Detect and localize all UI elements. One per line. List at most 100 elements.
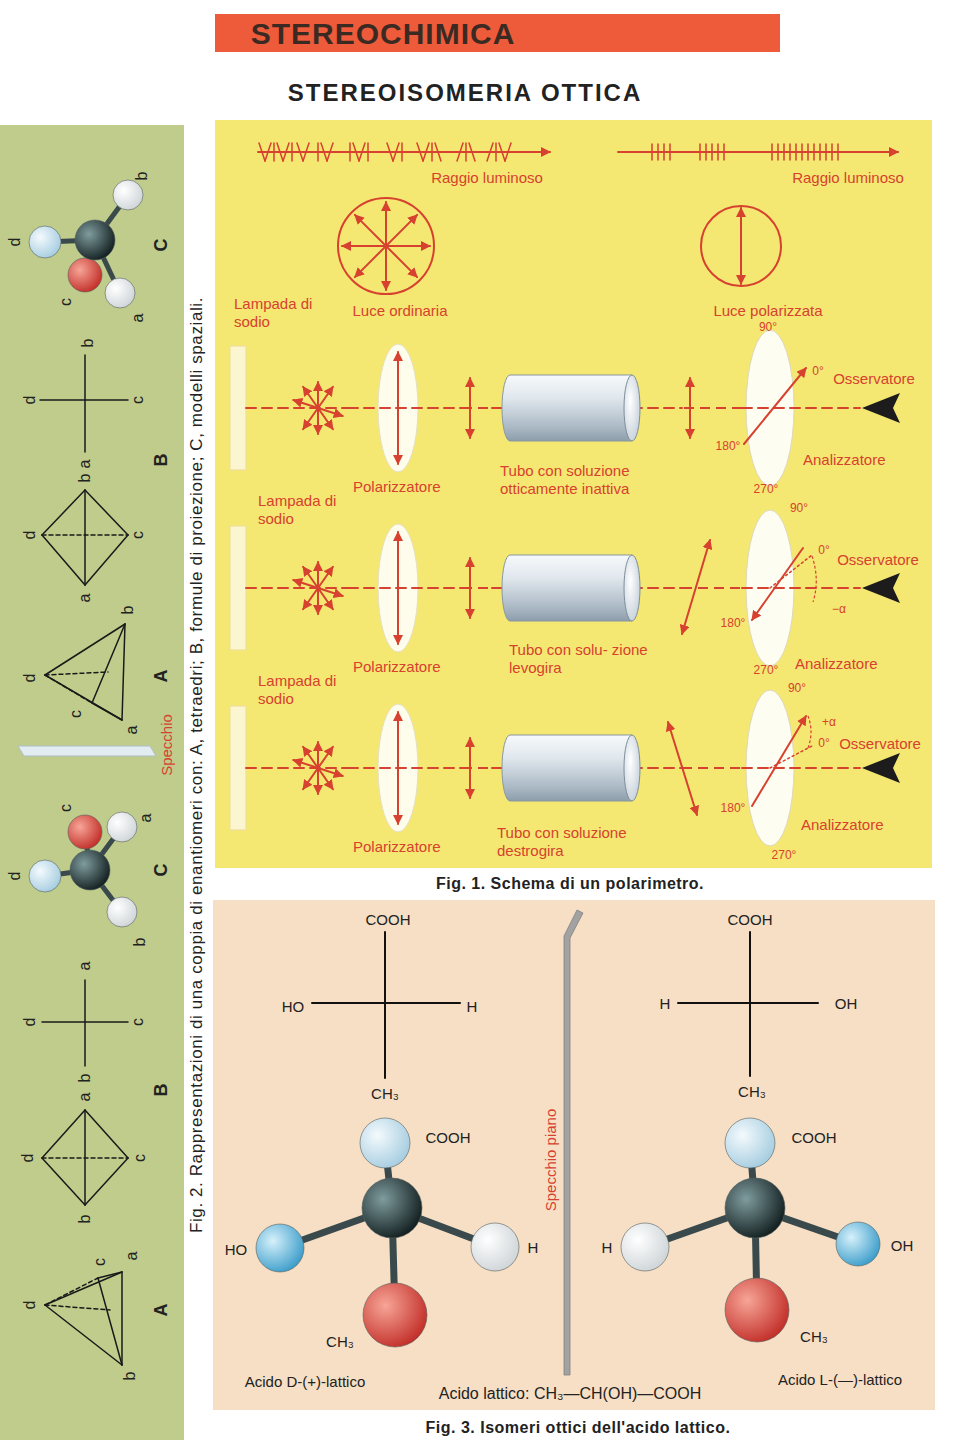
text-label: c — [130, 1154, 149, 1162]
text-label: a — [75, 962, 94, 971]
text-label-holder: STEREOISOMERIA OTTICA — [288, 79, 642, 108]
text-label: Acido L-(—)-lattico — [778, 1371, 902, 1389]
wave-tick — [423, 143, 429, 161]
figure-line — [45, 675, 122, 720]
wave-tick — [651, 144, 653, 160]
text-label: c — [128, 1018, 147, 1026]
text-label-holder: CH₃ — [800, 1328, 828, 1346]
text-label: 180° — [716, 439, 741, 453]
figure-line — [84, 980, 86, 1066]
wave-tick — [387, 143, 393, 161]
node-label: Analizzatore — [803, 451, 886, 469]
text-label-holder: Acido lattico: CH₃—CH(OH)—COOH — [439, 1384, 702, 1403]
text-label-holder: Osservatore — [833, 370, 915, 388]
wave-tick — [393, 143, 399, 161]
polarization-arrow — [740, 208, 742, 284]
light-beam — [246, 587, 348, 589]
text-label: Osservatore — [839, 735, 921, 753]
text-label-holder: −α — [832, 602, 846, 616]
figure-line — [40, 399, 128, 401]
text-label-holder: COOH — [426, 1129, 471, 1147]
text-label-holder: A — [151, 670, 173, 683]
text-label-holder: 270° — [754, 663, 779, 677]
sample-tube-box: Tubo con soluzione otticamente inattiva — [492, 372, 684, 502]
light-beam-connector — [462, 587, 492, 589]
wave-tick — [819, 144, 821, 160]
wave-tick — [831, 144, 833, 160]
text-label: c — [56, 804, 75, 812]
text-label: d — [20, 674, 39, 683]
light-beam-connector — [682, 587, 742, 589]
node-label: Tubo con soluzione otticamente inattiva — [500, 462, 680, 498]
text-label: 0° — [818, 736, 829, 750]
text-label-holder: c — [56, 298, 75, 306]
text-label: Fig. 2. Rappresentazioni di una coppia d… — [187, 297, 207, 1233]
figure-line — [45, 1272, 122, 1305]
wave-tick — [495, 143, 497, 161]
text-label-holder: 180° — [716, 439, 741, 453]
atom-ball — [725, 1278, 789, 1342]
mirror — [564, 910, 583, 1375]
text-label-holder: a — [128, 314, 147, 323]
text-label-holder: COOH — [728, 911, 773, 929]
figure-line — [45, 672, 108, 675]
polarizer: Polarizzatore — [348, 522, 462, 680]
wave-tick — [771, 144, 773, 160]
wave-tick — [801, 144, 803, 160]
text-label-holder: c — [90, 1258, 109, 1266]
wave-tick — [359, 143, 365, 161]
light-beam — [742, 767, 860, 769]
text-label-holder: Raggio luminoso — [431, 169, 543, 187]
analyzer-arrow — [752, 716, 806, 806]
node-label: Analizzatore — [801, 816, 884, 834]
text-label-holder: c — [128, 531, 147, 539]
light-beam — [246, 767, 348, 769]
text-label: Lampada di sodio — [258, 672, 338, 708]
text-label: CH₃ — [738, 1083, 766, 1101]
tube-end — [624, 555, 640, 621]
figure-line — [42, 490, 85, 535]
text-label: 270° — [772, 848, 797, 862]
observer-eye — [862, 573, 900, 603]
text-label: A — [151, 1304, 173, 1317]
tube-end — [624, 375, 640, 441]
text-label: 270° — [754, 482, 779, 496]
text-label-holder: H — [528, 1239, 539, 1257]
figure-line — [92, 624, 125, 703]
atom-ball — [256, 1224, 304, 1272]
figure-line — [121, 1272, 123, 1365]
text-label-holder: CH₃ — [738, 1083, 766, 1101]
sodium-lamp — [230, 706, 246, 830]
text-label-holder: b — [130, 938, 149, 947]
text-label: Specchio — [158, 714, 176, 776]
text-label: OH — [835, 995, 858, 1013]
text-label: 90° — [788, 681, 806, 695]
text-label: H — [660, 995, 671, 1013]
wave-tick — [349, 143, 351, 161]
text-label: c — [90, 1258, 109, 1266]
rotation-arc — [808, 716, 811, 748]
text-label: H — [467, 998, 478, 1016]
text-label: Raggio luminoso — [431, 169, 543, 187]
text-label: 0° — [818, 543, 829, 557]
text-label: d — [5, 872, 24, 881]
text-label: c — [128, 531, 147, 539]
text-label: d — [20, 1301, 39, 1310]
text-label-holder: Osservatore — [839, 735, 921, 753]
text-label: Luce polarizzata — [713, 302, 822, 320]
text-label-holder: A — [151, 1304, 173, 1317]
text-label: Lampada di sodio — [234, 295, 314, 331]
text-label: C — [151, 864, 173, 877]
figure-line — [45, 1305, 122, 1365]
wave-tick — [353, 143, 359, 161]
atom-ball — [113, 180, 143, 210]
text-label: b — [132, 172, 151, 181]
text-label: Osservatore — [837, 551, 919, 569]
mirror — [18, 746, 156, 756]
atom-ball — [105, 278, 135, 308]
sample-tube — [502, 375, 632, 441]
figure-line — [98, 1278, 122, 1365]
text-label-holder: H — [602, 1239, 613, 1257]
wave-tick — [837, 144, 839, 160]
text-label-holder: b — [75, 1215, 94, 1224]
